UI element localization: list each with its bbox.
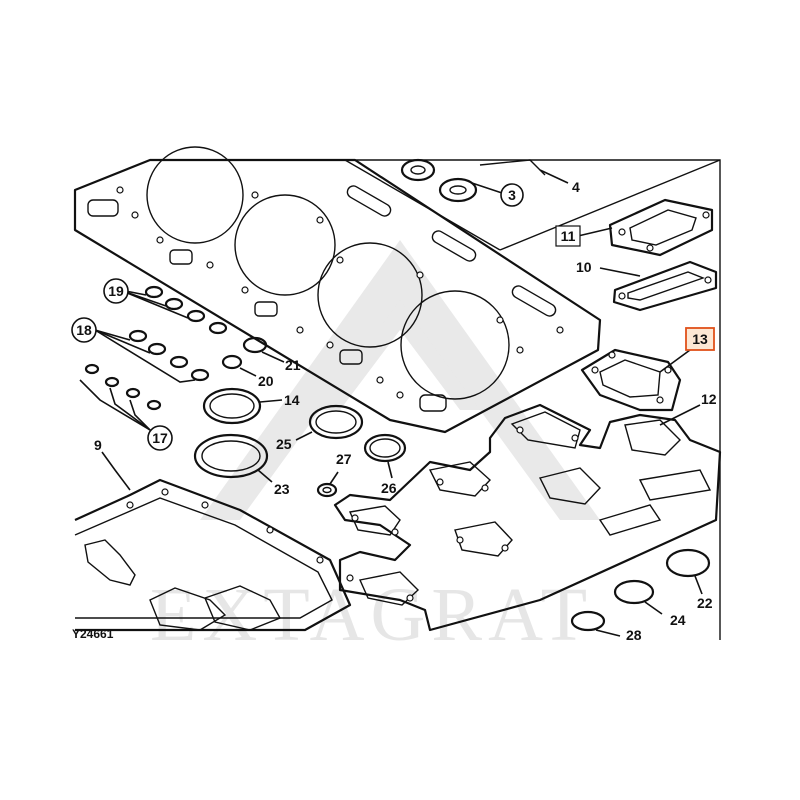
o-ring-set-19 [144, 285, 228, 335]
callout-17-bubble[interactable] [147, 425, 173, 451]
callout-25[interactable]: 25 [276, 436, 292, 452]
o-ring-set-18 [128, 329, 210, 382]
o-ring-24 [613, 579, 655, 605]
callout-20[interactable]: 20 [258, 373, 274, 389]
callout-3-bubble[interactable] [500, 183, 524, 207]
seal-20 [221, 354, 243, 370]
callout-18[interactable]: 18 [76, 322, 92, 338]
exhaust-gasket-10 [612, 260, 718, 312]
callout-10[interactable]: 10 [576, 259, 592, 275]
callout-9[interactable]: 9 [94, 437, 102, 453]
frame-diagonal-2 [499, 159, 721, 251]
washer-27 [316, 482, 338, 498]
watermark: EXTAGRAT [150, 240, 600, 657]
seal-ring-25 [308, 404, 364, 440]
callout-13-box-selected[interactable] [685, 327, 715, 351]
diagram-id-label: Y24661 [72, 627, 114, 641]
rocker-cover-gasket-9 [74, 478, 352, 632]
o-ring-28 [570, 610, 606, 632]
callout-11-box[interactable] [555, 225, 581, 247]
callout-27[interactable]: 27 [336, 451, 352, 467]
manifold-gasket-13 [580, 348, 682, 412]
callout-12[interactable]: 12 [701, 391, 717, 407]
seal-ring-23 [193, 433, 269, 479]
callout-28[interactable]: 28 [626, 627, 642, 643]
seal-ring-26 [363, 433, 407, 463]
callout-3[interactable]: 3 [508, 187, 516, 203]
callout-19-bubble[interactable] [103, 278, 129, 304]
callout-13[interactable]: 13 [692, 331, 708, 347]
intake-manifold-gasket-12 [333, 403, 722, 632]
callout-21[interactable]: 21 [285, 357, 301, 373]
o-ring-21 [242, 336, 268, 354]
callout-4[interactable]: 4 [572, 179, 580, 195]
callout-18-bubble[interactable] [71, 317, 97, 343]
cylinder-head-gasket [73, 146, 602, 434]
callout-22[interactable]: 22 [697, 595, 713, 611]
exhaust-flange-gasket-11 [608, 198, 714, 257]
callout-26[interactable]: 26 [381, 480, 397, 496]
watermark-text: EXTAGRAT [150, 573, 593, 657]
o-ring-22 [665, 548, 711, 578]
callout-24[interactable]: 24 [670, 612, 686, 628]
callout-19[interactable]: 19 [108, 283, 124, 299]
seal-ring-14 [202, 387, 262, 425]
callout-23[interactable]: 23 [274, 481, 290, 497]
callout-17[interactable]: 17 [152, 430, 168, 446]
washer-set-17 [84, 363, 162, 411]
callout-11[interactable]: 11 [561, 228, 576, 244]
callout-14[interactable]: 14 [284, 392, 300, 408]
